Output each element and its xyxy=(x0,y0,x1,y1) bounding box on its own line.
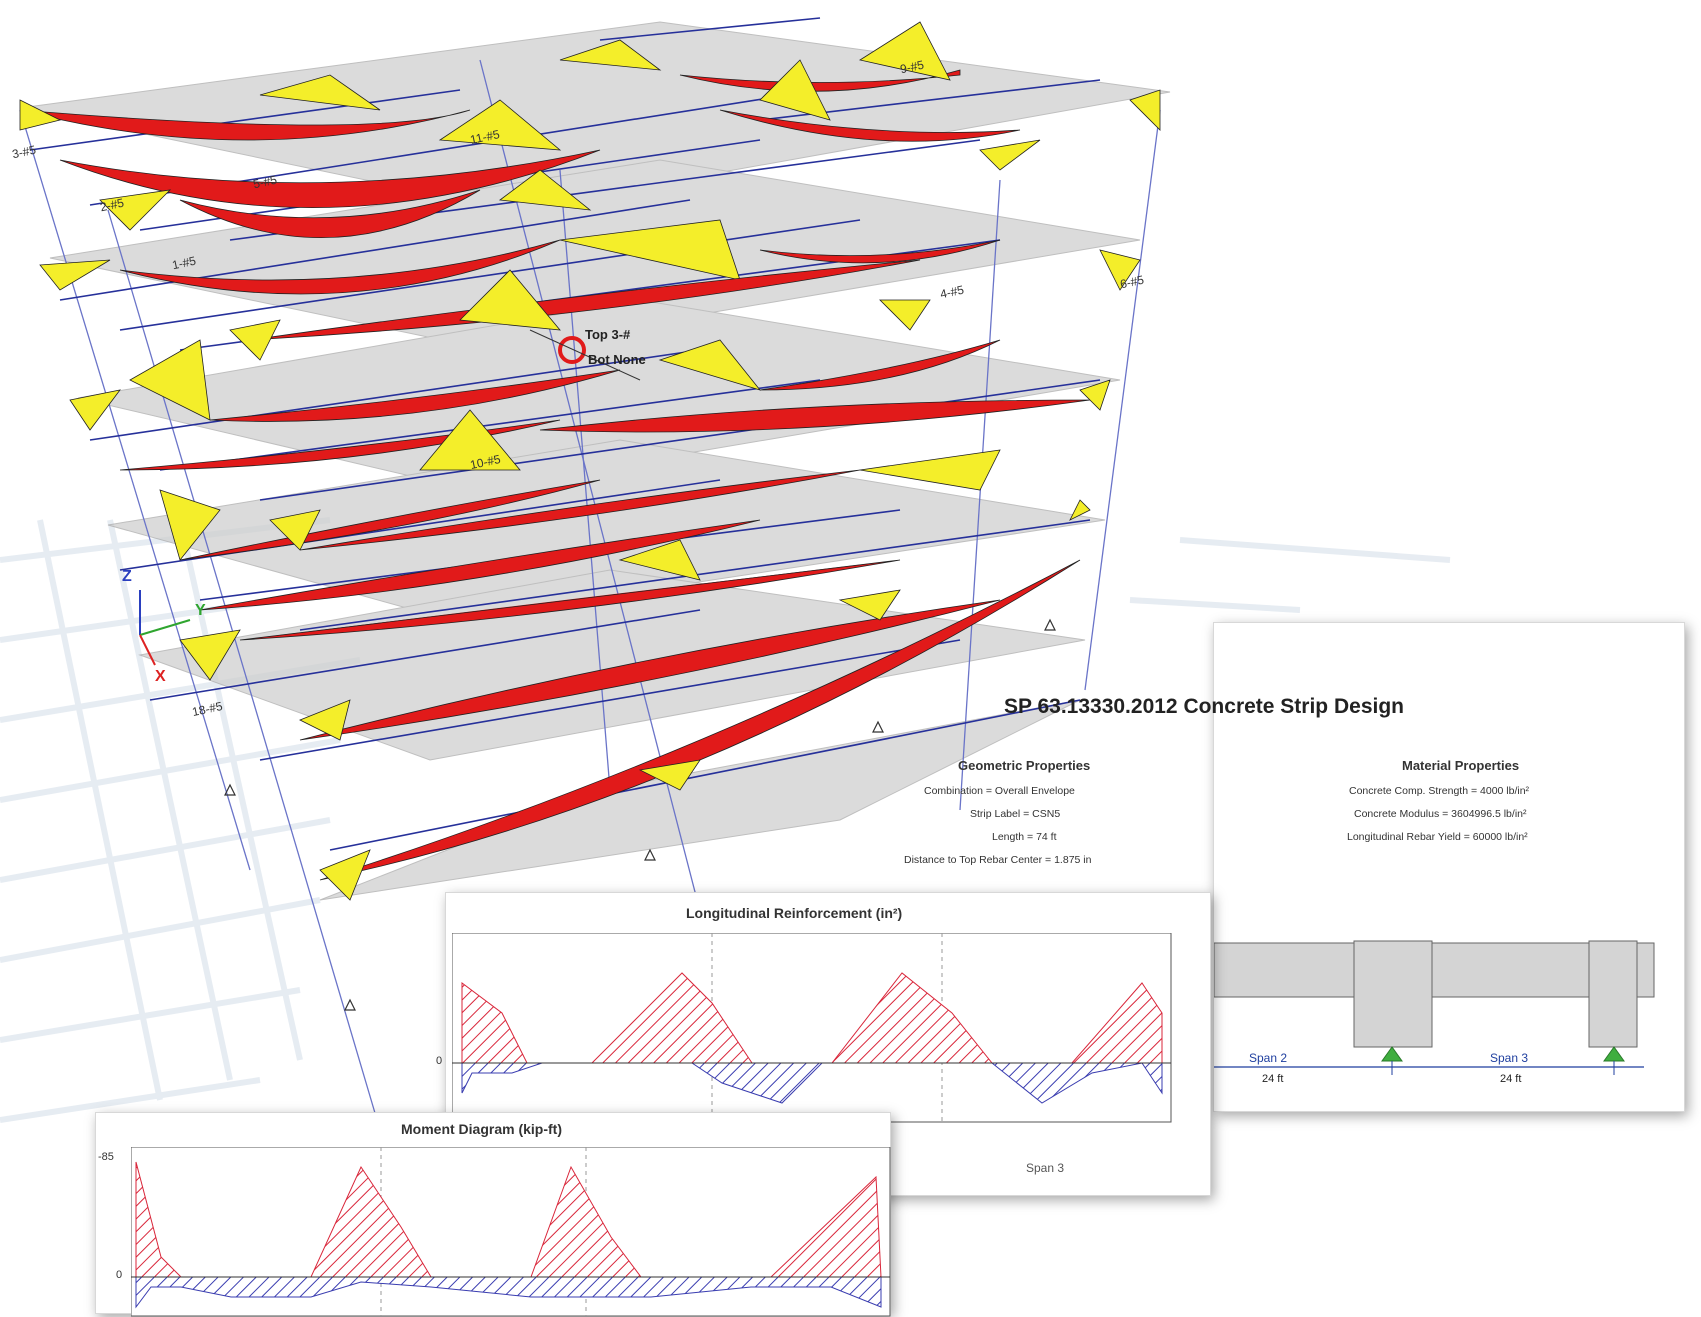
geometric-heading: Geometric Properties xyxy=(958,758,1091,773)
moment-strip xyxy=(59,149,601,208)
moment-strip xyxy=(209,369,621,422)
moment-strip xyxy=(39,259,111,291)
moment-strip xyxy=(438,99,562,151)
strip-section-drawing xyxy=(1214,940,1655,1075)
moment-diagram-panel: Moment Diagram (kip-ft) -85 0 xyxy=(95,1112,891,1317)
moment-strip xyxy=(19,99,62,131)
reinforcement-chart xyxy=(452,933,1172,1123)
moment-strip xyxy=(419,409,521,471)
moment-strip xyxy=(459,269,561,331)
moment-strip xyxy=(638,759,701,791)
moment-strip xyxy=(1129,89,1161,131)
bottom-reinforcement-area xyxy=(461,1062,1163,1104)
geometric-line: Distance to Top Rebar Center = 1.875 in xyxy=(904,854,1092,866)
moment-strip xyxy=(229,319,281,361)
moment-strip xyxy=(719,109,1021,142)
moment-strip xyxy=(319,849,371,901)
span-label: Span 2 xyxy=(1249,1051,1288,1065)
report-title: SP 63.13330.2012 Concrete Strip Design xyxy=(1004,695,1404,718)
support-triangle xyxy=(1381,1046,1403,1062)
moment-strip xyxy=(759,339,1001,391)
strip-design-report: SP 63.13330.2012 Concrete Strip Design G… xyxy=(904,622,1685,1112)
geometric-line: Strip Label = CSN5 xyxy=(970,808,1061,820)
axis-label-x: X xyxy=(155,668,166,685)
pin-supports xyxy=(224,618,1056,1011)
support-triangle xyxy=(1603,1046,1625,1062)
moment-top-label: -85 xyxy=(98,1151,114,1163)
moment-chart xyxy=(131,1147,891,1317)
moment-strip xyxy=(129,339,211,421)
moment-strip xyxy=(858,21,951,81)
moment-strip xyxy=(179,189,481,239)
moment-strip xyxy=(119,419,561,471)
moment-strip xyxy=(879,299,931,331)
moment-strip xyxy=(99,189,172,231)
moment-strip xyxy=(859,449,1001,491)
moment-strip xyxy=(269,509,321,551)
span-length: 24 ft xyxy=(1500,1073,1522,1085)
reinforcement-zero-label: 0 xyxy=(436,1055,443,1067)
moment-strip xyxy=(498,169,592,211)
moment-strip xyxy=(259,74,381,111)
material-line: Concrete Comp. Strength = 4000 lb/in² xyxy=(1349,785,1530,797)
moment-strip xyxy=(239,559,901,641)
moment-strip xyxy=(299,699,351,741)
moment-strip xyxy=(979,139,1041,171)
moment-strip xyxy=(618,539,701,581)
slab-level-4 xyxy=(77,299,1121,491)
moment-strip xyxy=(179,479,601,561)
moment-strip xyxy=(1079,379,1111,411)
moment-strip xyxy=(759,59,831,121)
moment-zero-label: 0 xyxy=(116,1269,123,1281)
callout-top: Top 3-# xyxy=(585,327,631,342)
geometric-line: Combination = Overall Envelope xyxy=(924,785,1075,797)
moment-strip xyxy=(69,389,121,431)
material-line: Concrete Modulus = 3604996.5 lb/in² xyxy=(1354,808,1527,820)
reinforcement-title: Longitudinal Reinforcement (in²) xyxy=(686,905,903,921)
span-length: 24 ft xyxy=(1262,1073,1284,1085)
moment-strips xyxy=(19,21,1161,901)
moment-strip xyxy=(559,39,662,71)
moment-strip xyxy=(159,489,221,561)
callout-bottom: Bot None xyxy=(588,352,646,367)
columns xyxy=(19,59,1161,1131)
moment-strip xyxy=(19,109,471,141)
material-line: Longitudinal Rebar Yield = 60000 lb/in² xyxy=(1347,831,1528,843)
span-label: Span 3 xyxy=(1490,1051,1529,1065)
moment-strip xyxy=(1099,249,1141,291)
floor-slabs xyxy=(19,21,1171,901)
moment-strip xyxy=(319,559,1081,881)
moment-strip xyxy=(759,239,1001,264)
moment-strip xyxy=(658,339,762,391)
reinforcement-span-label: Span 3 xyxy=(1026,1161,1065,1175)
moment-strip xyxy=(838,589,901,621)
moment-strip xyxy=(1069,499,1091,521)
slab-level-6 xyxy=(19,21,1171,211)
axis-label-z: Z xyxy=(122,568,132,585)
moment-strip xyxy=(299,599,1001,741)
material-heading: Material Properties xyxy=(1402,758,1520,773)
moment-strip xyxy=(559,219,741,281)
moment-title: Moment Diagram (kip-ft) xyxy=(401,1121,562,1137)
moment-strip xyxy=(199,519,761,611)
callout-marker[interactable] xyxy=(529,329,641,381)
axis-label-y: Y xyxy=(195,602,206,619)
moment-strip xyxy=(179,629,241,681)
geometric-line: Length = 74 ft xyxy=(992,831,1057,843)
axis-triad xyxy=(139,590,191,666)
